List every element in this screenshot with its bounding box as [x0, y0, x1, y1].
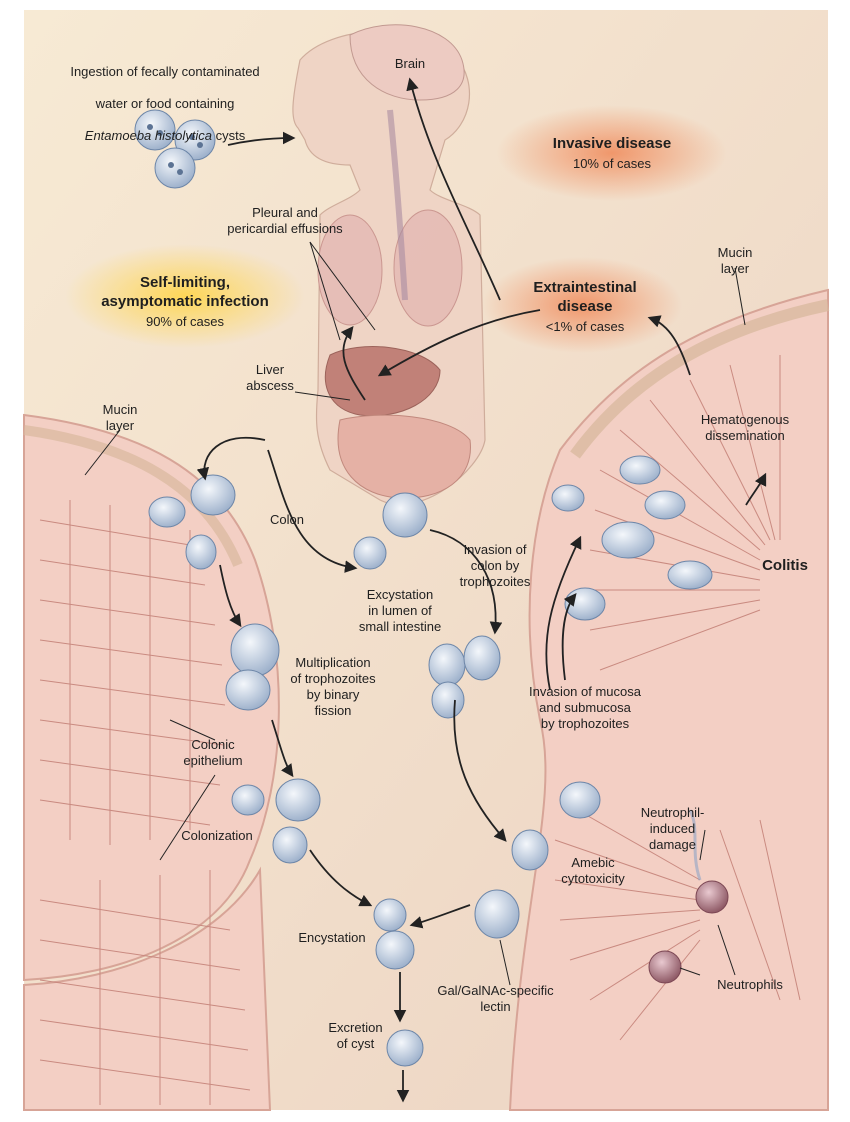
colon-label: Colon	[270, 512, 304, 527]
human-figure	[292, 24, 486, 506]
ingestion-tail: cysts	[211, 128, 246, 143]
extraintestinal-glow	[482, 257, 682, 353]
ingested-cysts	[134, 109, 216, 189]
pleural-effusions-label: Pleural and pericardial effusions	[227, 205, 343, 236]
excretion-label: Excretion of cyst	[328, 1020, 383, 1051]
neutrophils-label: Neutrophils	[717, 977, 783, 992]
excystation-label: Excystation in lumen of small intestine	[358, 587, 442, 634]
flow-arrows	[196, 77, 767, 1103]
colonization-label: Colonization	[181, 828, 253, 843]
ingestion-species: Entamoeba histolytica	[84, 128, 212, 143]
neutrophil-cells	[648, 809, 729, 984]
hematogenous-label: Hematogenous dissemination	[700, 412, 790, 443]
mucin-layer-right-label: Mucin layer	[717, 245, 753, 276]
right-colon-tissue	[508, 288, 830, 1111]
brain-label: Brain	[394, 56, 426, 71]
multiplication-label: Multiplication of trophozoites by binary…	[290, 655, 376, 718]
amebic-cytotoxicity-label: Amebic cytotoxicity	[561, 855, 625, 886]
invasion-mucosa-label: Invasion of mucosa and submucosa by trop…	[528, 684, 641, 731]
gal-lectin-label: Gal/GalNAc-specific lectin	[437, 983, 554, 1014]
ingestion-line2: water or food containing	[95, 96, 235, 111]
ingestion-line1: Ingestion of fecally contaminated	[70, 64, 260, 79]
invasion-colon-label: Invasion of colon by trophozoites	[459, 542, 531, 589]
leader-lines	[84, 241, 746, 986]
invasive-disease-pct: 10% of cases	[572, 156, 652, 171]
self-limiting-pct: 90% of cases	[145, 314, 225, 329]
extraintestinal-title: Extraintestinal disease	[533, 279, 637, 315]
colonic-epithelium-label: Colonic epithelium	[183, 737, 243, 768]
self-limiting-title: Self-limiting, asymptomatic infection	[101, 274, 269, 310]
invasive-disease-title: Invasive disease	[552, 135, 672, 152]
ingestion-label: Ingestion of fecally contaminated water …	[40, 48, 290, 144]
neutrophil-damage-label: Neutrophil- induced damage	[640, 805, 705, 852]
liver-abscess-label: Liver abscess	[246, 362, 294, 393]
self-limiting-glow	[65, 244, 305, 348]
colitis-label: Colitis	[762, 557, 808, 574]
mucin-layer-left-label: Mucin layer	[102, 402, 138, 433]
invasive-disease-glow	[497, 105, 727, 201]
extraintestinal-pct: <1% of cases	[545, 319, 625, 334]
encystation-label: Encystation	[298, 930, 366, 945]
